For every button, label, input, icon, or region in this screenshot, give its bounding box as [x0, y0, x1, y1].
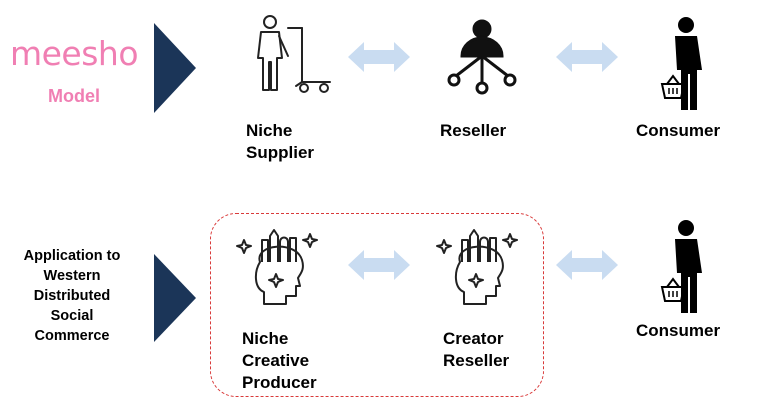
double-arrow-icon — [556, 42, 618, 72]
creative-mind-icon — [236, 229, 318, 305]
worker-with-trolley-icon — [257, 15, 331, 93]
reseller-label: Reseller — [440, 121, 507, 140]
shopper-with-basket-icon — [660, 17, 702, 110]
consumer-label: Consumer — [636, 121, 721, 140]
double-arrow-icon — [556, 250, 618, 280]
niche-supplier-label: Niche Supplier — [246, 121, 315, 162]
network-hub-icon — [447, 19, 517, 95]
brand-logo-text: meesho — [9, 34, 139, 73]
niche-creative-producer-label: Niche Creative Producer — [242, 329, 317, 392]
double-arrow-icon — [348, 42, 410, 72]
brand-subtitle: Model — [48, 86, 100, 106]
chevron-right-icon — [154, 23, 196, 113]
shopper-with-basket-icon — [660, 220, 702, 313]
chevron-right-icon — [154, 254, 196, 342]
western-application-label: Application to Western Distributed Socia… — [23, 248, 121, 344]
consumer-label: Consumer — [636, 321, 721, 340]
double-arrow-icon — [348, 250, 410, 280]
creative-mind-icon — [436, 229, 518, 305]
creator-reseller-label: Creator Reseller — [443, 329, 510, 370]
creator-group-box — [210, 213, 544, 397]
